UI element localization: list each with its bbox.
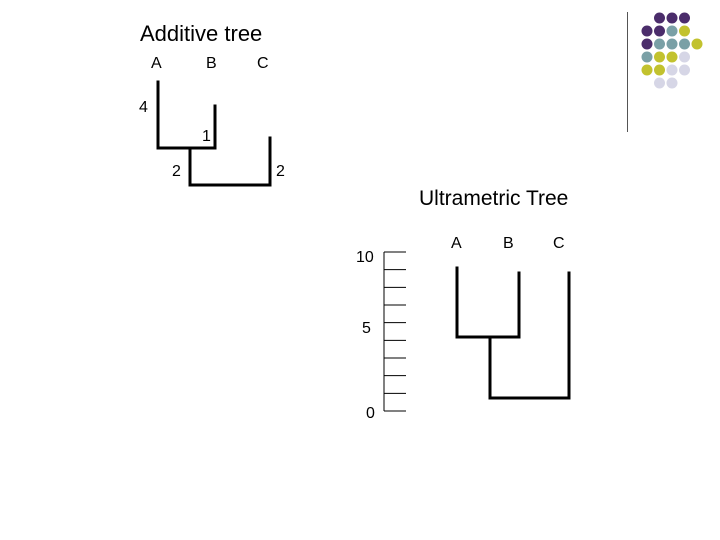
additive-branch-label-ab: 2 bbox=[172, 163, 181, 180]
ultrametric-tree-title: Ultrametric Tree bbox=[419, 187, 569, 210]
additive-leaf-label-c: C bbox=[257, 55, 269, 72]
additive-branch-label-b: 1 bbox=[202, 128, 211, 145]
decorative-dot bbox=[666, 51, 678, 63]
decorative-dot bbox=[654, 38, 665, 50]
ultrametric-branch-ab bbox=[488, 335, 571, 400]
decorative-dot bbox=[654, 77, 665, 89]
scale-label-5: 5 bbox=[362, 320, 371, 337]
additive-branch-label-a: 4 bbox=[139, 99, 148, 116]
additive-branch-ab bbox=[188, 146, 272, 187]
decorative-dot bbox=[666, 25, 678, 37]
decorative-dot bbox=[679, 64, 690, 76]
decorative-dot bbox=[691, 38, 703, 50]
decorative-dot bbox=[654, 25, 665, 37]
decorative-dot bbox=[666, 64, 678, 76]
additive-tree-title: Additive tree bbox=[140, 21, 263, 46]
decorative-dot bbox=[654, 64, 665, 76]
decorative-dot bbox=[679, 38, 690, 50]
decorative-dot bbox=[679, 51, 690, 63]
scale-label-0: 0 bbox=[366, 405, 375, 422]
decorative-dot bbox=[654, 51, 665, 63]
decorative-dot bbox=[641, 25, 653, 37]
ultrametric-leaf-label-c: C bbox=[553, 235, 565, 252]
decorative-dot bbox=[666, 38, 678, 50]
decorative-vertical-rule bbox=[627, 12, 628, 132]
decorative-dot bbox=[641, 38, 653, 50]
additive-branch-label-c: 2 bbox=[276, 163, 285, 180]
ultrametric-leaf-label-a: A bbox=[451, 235, 462, 252]
decorative-dot bbox=[666, 77, 678, 89]
additive-leaf-label-b: B bbox=[206, 55, 217, 72]
decorative-dot bbox=[679, 12, 690, 24]
decorative-dot bbox=[641, 64, 653, 76]
decorative-dot bbox=[666, 12, 678, 24]
ultrametric-branch-a bbox=[455, 266, 521, 339]
decorative-dot bbox=[641, 51, 653, 63]
additive-leaf-label-a: A bbox=[151, 55, 162, 72]
ultrametric-leaf-label-b: B bbox=[503, 235, 514, 252]
decorative-dot bbox=[654, 12, 665, 24]
decorative-dot bbox=[679, 25, 690, 37]
additive-branch-a bbox=[156, 80, 217, 150]
scale-label-10: 10 bbox=[356, 249, 374, 266]
